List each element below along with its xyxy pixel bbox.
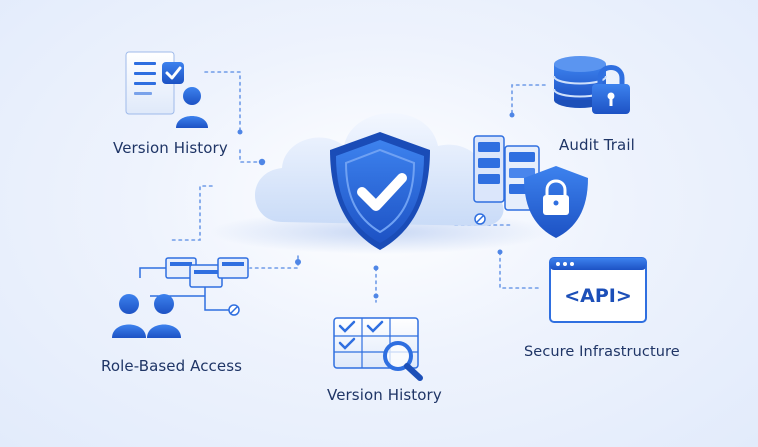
database-lock-icon <box>553 56 630 114</box>
label-version-history-bottom: Version History <box>327 386 442 404</box>
user-group-network-icon <box>112 257 249 338</box>
api-badge: <API> <box>564 285 632 307</box>
label-version-history-top: Version History <box>113 139 228 157</box>
shield-check-icon <box>210 112 550 254</box>
server-lock-icon <box>473 135 588 238</box>
label-secure-infrastructure: Secure Infrastructure <box>524 344 680 360</box>
label-role-based-access: Role-Based Access <box>101 357 243 375</box>
document-user-icon <box>125 51 208 128</box>
api-window-icon <box>549 257 647 323</box>
checklist-search-icon <box>333 317 423 381</box>
label-audit-trail: Audit Trail <box>559 136 635 154</box>
